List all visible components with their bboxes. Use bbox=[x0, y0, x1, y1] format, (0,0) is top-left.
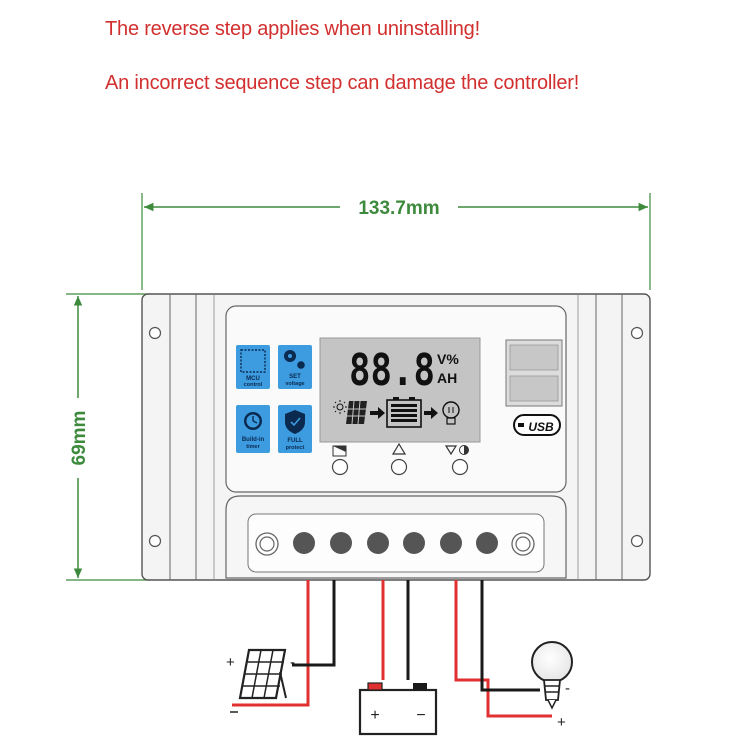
mount-hole-bottom-left bbox=[148, 534, 162, 548]
wire-solar-negative bbox=[292, 580, 336, 667]
lcd-unit-top: V% bbox=[437, 351, 459, 367]
wire-load-positive bbox=[454, 580, 552, 718]
wire-load-negative bbox=[480, 580, 540, 692]
load-minus-label: - bbox=[565, 680, 570, 697]
width-dimension: 133.7mm bbox=[141, 193, 651, 290]
load-plus-label: + bbox=[557, 714, 566, 731]
lcd-sun-icon bbox=[333, 400, 347, 414]
width-label: 133.7mm bbox=[358, 198, 439, 219]
svg-text:FULL: FULL bbox=[287, 438, 303, 444]
svg-text:SET: SET bbox=[289, 374, 301, 380]
warning-uninstall: The reverse step applies when uninstalli… bbox=[105, 18, 480, 40]
height-dimension: 69mm bbox=[66, 293, 150, 581]
usb-ports bbox=[505, 339, 563, 407]
battery-negative-post bbox=[413, 683, 427, 690]
lcd-unit-bottom: AH bbox=[437, 370, 457, 386]
lcd-arrow-icon bbox=[424, 407, 438, 419]
battery-positive-post bbox=[367, 682, 383, 691]
lcd-arrow-icon bbox=[370, 407, 385, 419]
terminal-block bbox=[255, 532, 535, 556]
svg-text:MCU: MCU bbox=[246, 376, 260, 382]
light-bulb-icon: - + bbox=[531, 641, 573, 731]
mode-icon bbox=[332, 445, 347, 457]
solar-panel-icon: + - bbox=[226, 648, 295, 713]
usb-logo-icon: USB bbox=[513, 414, 561, 436]
terminal-load-minus bbox=[476, 532, 498, 554]
usb-label: USB bbox=[528, 420, 554, 434]
lcd-bulb-icon bbox=[442, 401, 460, 425]
mount-hole-bottom-right bbox=[630, 534, 644, 548]
lcd-battery-icon bbox=[386, 397, 422, 428]
warning-sequence: An incorrect sequence step can damage th… bbox=[105, 72, 580, 94]
lcd-solar-panel-icon bbox=[346, 400, 367, 425]
solar-minus-label: - bbox=[290, 654, 295, 671]
svg-text:timer: timer bbox=[246, 444, 260, 450]
timer-clock-icon: Build-in timer bbox=[236, 405, 270, 453]
button-down-toggle[interactable] bbox=[444, 445, 469, 476]
height-label: 69mm bbox=[69, 411, 90, 466]
down-triangle-icon bbox=[444, 445, 458, 456]
usb-port-2 bbox=[509, 375, 559, 402]
wiring bbox=[232, 580, 552, 718]
battery-minus-label: − bbox=[416, 707, 425, 724]
usb-port-1 bbox=[509, 344, 559, 371]
terminal-solar-minus bbox=[330, 532, 352, 554]
battery-icon: + − bbox=[358, 682, 438, 736]
terminal-solar-plus bbox=[293, 532, 315, 554]
button-mode[interactable] bbox=[331, 445, 349, 476]
up-triangle-icon bbox=[391, 442, 407, 455]
terminal-load-plus bbox=[440, 532, 462, 554]
terminal-battery-minus bbox=[403, 532, 425, 554]
button-up[interactable] bbox=[390, 442, 408, 476]
terminal-screw-right-icon bbox=[511, 532, 535, 556]
lcd-display: 88.8 V% AH bbox=[319, 337, 481, 443]
set-voltage-gear-icon: SET voltage bbox=[278, 345, 312, 389]
terminal-screw-left-icon bbox=[255, 532, 279, 556]
solar-plus-label: + bbox=[226, 654, 235, 671]
mcu-control-icon: MCU control bbox=[236, 345, 270, 389]
mount-hole-top-right bbox=[630, 326, 644, 340]
svg-text:Build-in: Build-in bbox=[242, 437, 265, 443]
lcd-digits: 88.8 bbox=[349, 345, 435, 396]
svg-text:voltage: voltage bbox=[285, 381, 304, 387]
svg-text:protect: protect bbox=[286, 445, 305, 451]
protect-shield-icon: FULL protect bbox=[278, 405, 312, 453]
mount-hole-top-left bbox=[148, 326, 162, 340]
wire-solar-positive bbox=[232, 580, 310, 707]
terminal-battery-plus bbox=[367, 532, 389, 554]
battery-plus-label: + bbox=[370, 707, 379, 724]
svg-text:control: control bbox=[244, 382, 263, 388]
